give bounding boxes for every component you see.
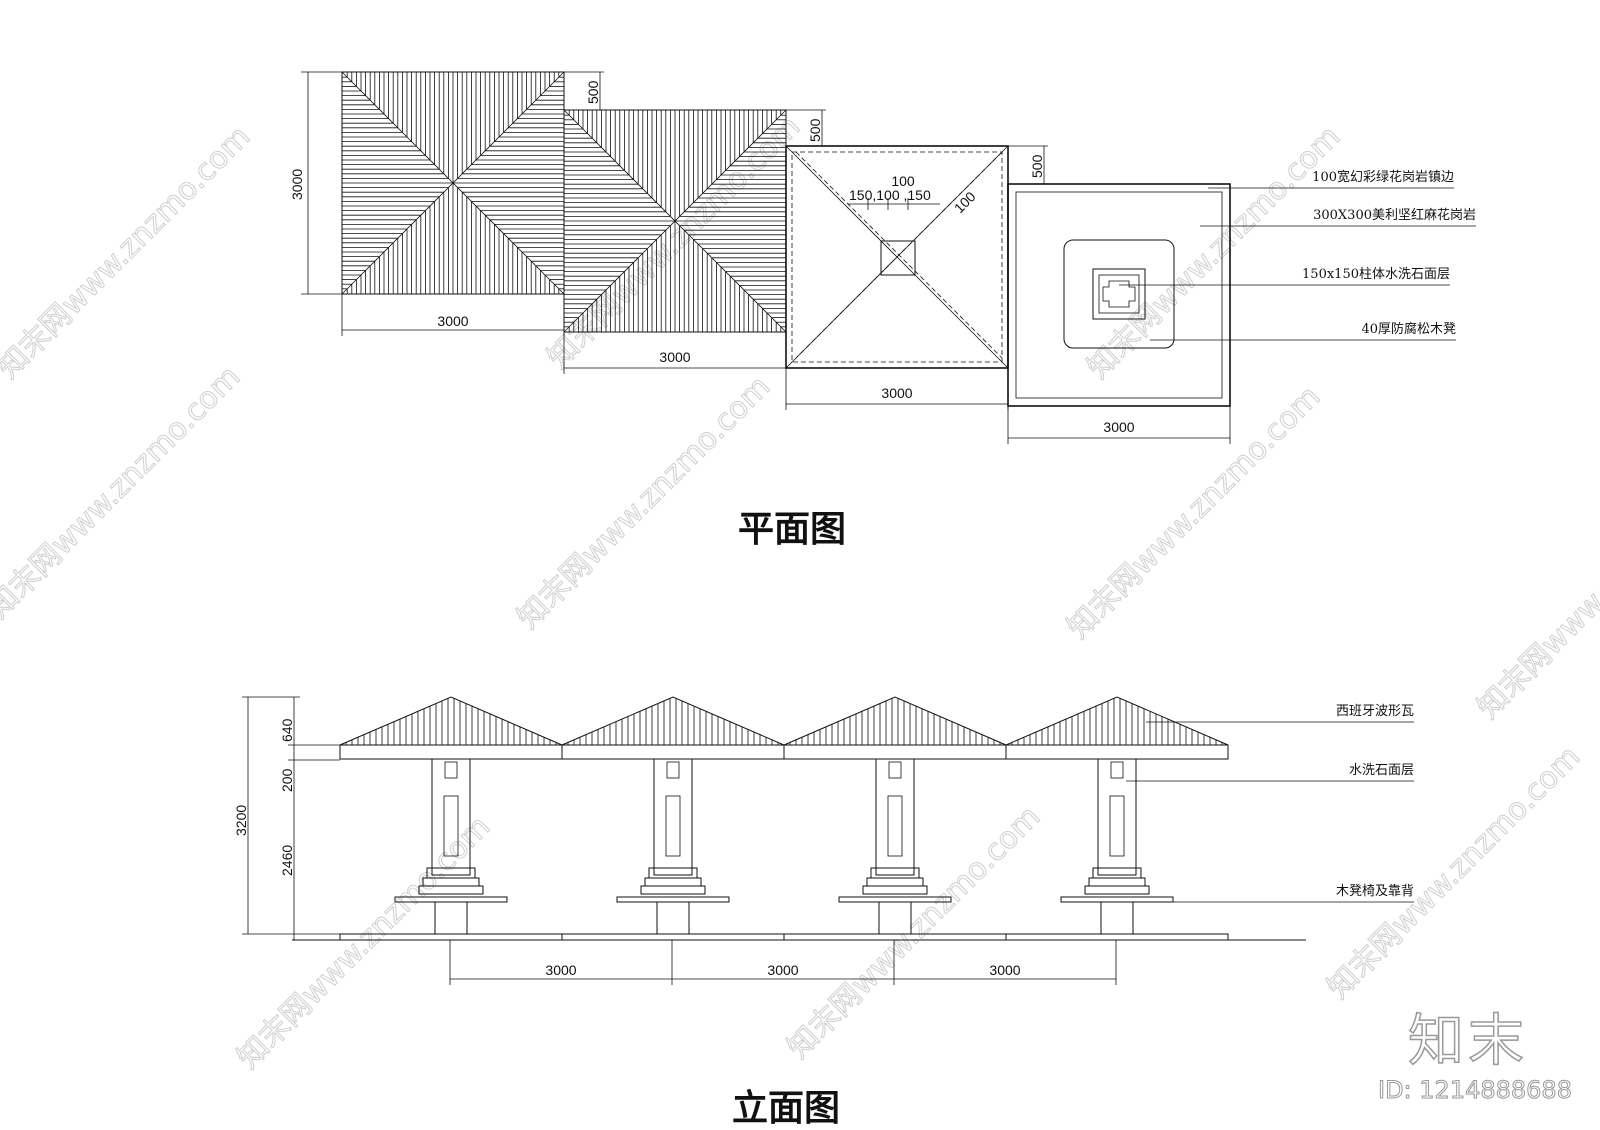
column [875,758,915,876]
roof-fascia [561,744,785,760]
plan-title: 平面图 [738,509,846,550]
callout-pine-bench: 40厚防腐松木凳 [1361,321,1456,337]
dim-overhang-3: 500 [1029,154,1045,178]
dim-elev-total: 3200 [233,805,249,836]
dim-diag-100: 100 [951,188,979,216]
elevation-title: 立面图 [732,1088,840,1129]
callout-red-granite: 300X300美利坚红麻花岗岩 [1313,207,1476,223]
column-plinth [434,901,468,935]
bench-seat [616,896,730,903]
watermark-text-2: 知末网www.znzmo.com [541,109,807,375]
callout-spanish-tile: 西班牙波形瓦 [1336,704,1414,719]
watermark-text-6: 知末网www.znzmo.com [1061,379,1327,645]
watermark-logo: 知末 [1407,1008,1528,1075]
roof-fascia [1005,744,1229,760]
plan-paving [1007,183,1231,407]
column-plinth [1100,901,1134,935]
roof-fascia [339,744,563,760]
dim-plan-height: 3000 [289,169,305,200]
elevation-view: 3200 640 200 2460 3000 3000 3000 西班牙波形瓦 … [233,696,1414,1129]
plan-column-base [1092,268,1146,320]
dim-elev-roof: 640 [279,718,295,742]
callout-wood-bench: 木凳椅及靠背 [1336,883,1414,899]
dim-elev-span-1: 3000 [545,962,576,978]
callout-washed-stone: 水洗石面层 [1349,763,1414,778]
column-plinth [656,901,690,935]
watermark-text-7: 知末网www.znzmo.com [231,809,497,1075]
dim-plan-w4: 3000 [1103,419,1134,435]
watermark-text-4: 知末网www.znzmo.com [0,359,247,625]
plan-frame: 100 150,100 ,150 100 [785,145,1009,369]
plan-dimensions: 3000 3000 3000 3000 3000 500 500 [289,71,1231,444]
dim-elev-span-3: 3000 [989,962,1020,978]
dim-plan-w2: 3000 [659,349,690,365]
column [1097,758,1137,876]
dim-plan-w3: 3000 [881,385,912,401]
pavilion-3 [783,696,1007,941]
watermark-text-3: 知末网www.znzmo.com [1081,119,1347,385]
pavilion-2 [561,696,785,941]
column [653,758,693,876]
dim-overhang-2: 500 [807,118,823,142]
watermark-id: ID: 1214888688 [1378,1076,1573,1105]
plan-column [880,240,916,276]
base-slab [1005,933,1229,941]
roof-tiles [561,696,785,746]
dim-elev-column: 2460 [279,845,295,876]
plan-bench [1063,239,1175,349]
dim-150-100-150: 150,100 ,150 [849,187,931,203]
plan-callouts: 100宽幻彩绿花岗岩镇边 300X300美利坚红麻花岗岩 150x150柱体水洗… [1119,169,1476,341]
roof-tiles [339,696,563,746]
watermark-text-10: 知末网www.znzmo.com [1471,459,1600,725]
plan-roof-tile-2 [563,109,787,333]
dim-100: 100 [891,173,915,189]
pavilion-1 [339,696,563,941]
roof-tiles [1005,696,1229,746]
pavilion-4 [1005,696,1229,941]
dim-elev-beam: 200 [279,768,295,792]
roof-fascia [783,744,1007,760]
watermark-text-5: 知末网www.znzmo.com [511,369,777,635]
watermark-text-9: 知末网www.znzmo.com [1321,739,1587,1005]
dim-elev-span-2: 3000 [767,962,798,978]
elevation-callouts: 西班牙波形瓦 水洗石面层 木凳椅及靠背 [1126,704,1414,903]
column [431,758,471,876]
elevation-dimensions: 3200 640 200 2460 3000 3000 3000 [233,696,1117,985]
watermark-text-1: 知末网www.znzmo.com [0,119,257,385]
plan-roof-tile-1 [341,71,565,295]
bench-seat [1060,896,1174,903]
roof-tiles [783,696,1007,746]
base-slab [561,933,785,941]
callout-green-granite-edge: 100宽幻彩绿花岗岩镇边 [1312,169,1454,185]
dim-overhang-1: 500 [585,80,601,104]
callout-column-finish: 150x150柱体水洗石面层 [1302,267,1450,282]
dim-plan-w1: 3000 [437,313,468,329]
